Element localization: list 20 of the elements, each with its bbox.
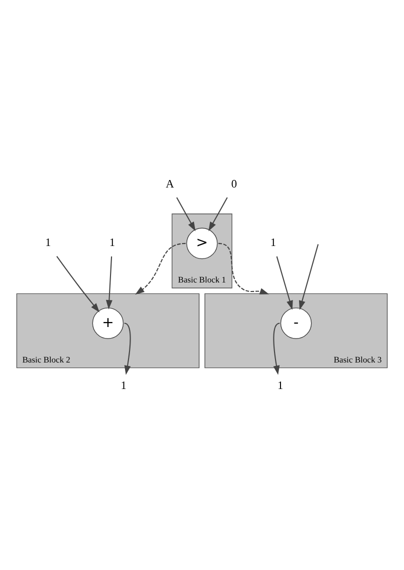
node-text: 1 [45, 236, 51, 249]
arrow [276, 256, 293, 310]
node-text: 1 [278, 380, 284, 392]
node-circle: > [186, 227, 218, 259]
arrow [208, 196, 228, 231]
node-text: 1 [270, 236, 276, 249]
arrow [299, 244, 319, 310]
node-text: A [166, 178, 174, 190]
arrow [273, 322, 280, 374]
node-circle: + [92, 307, 124, 338]
arrow [124, 322, 131, 374]
arrow [56, 256, 100, 312]
arrow [176, 196, 196, 231]
node-text: 0 [231, 178, 237, 190]
arrow [135, 242, 186, 294]
node-circle: - [280, 307, 312, 338]
arrow [218, 242, 270, 294]
node-text: 1 [120, 380, 126, 392]
node-text: 1 [109, 236, 116, 249]
arrow [106, 256, 112, 309]
